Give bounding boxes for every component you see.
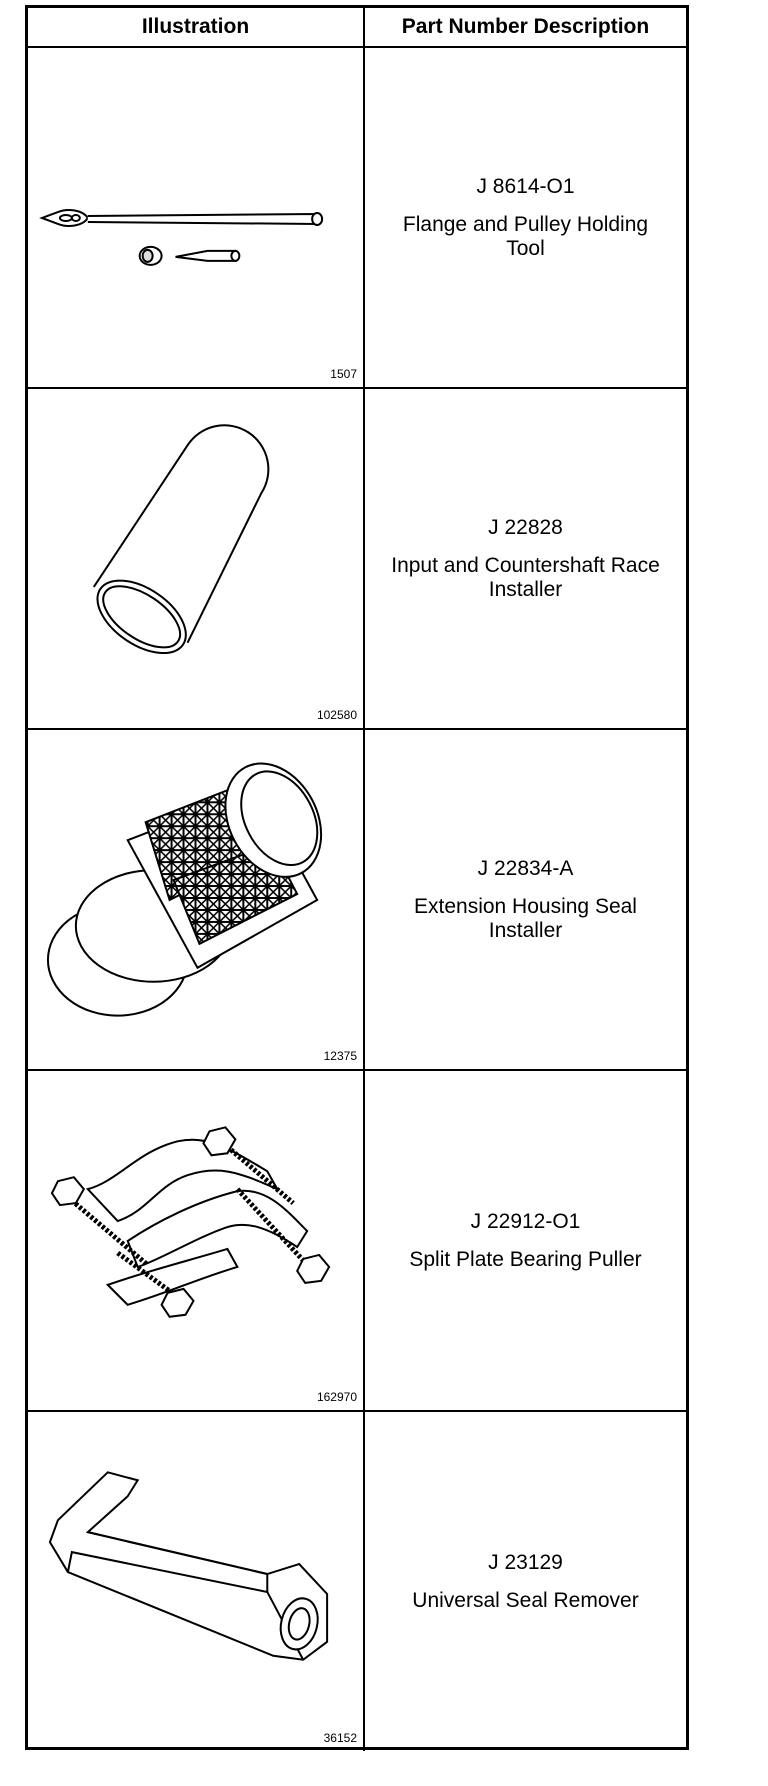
description-column-header: Part Number Description: [363, 8, 686, 48]
parts-table: Illustration Part Number Description 150…: [28, 8, 686, 1751]
flange-pulley-holding-tool-icon: [28, 48, 363, 387]
part-name: Flange and Pulley Holding Tool: [402, 212, 649, 260]
figure-number: 162970: [316, 1390, 357, 1404]
illustration-cell: 36152: [28, 1410, 365, 1751]
description-cell: J 22912-O1 Split Plate Bearing Puller: [363, 1069, 686, 1412]
illustration-cell: 102580: [28, 387, 365, 730]
description-cell: J 22828 Input and Countershaft Race Inst…: [363, 387, 686, 730]
figure-number: 1507: [330, 367, 357, 381]
part-number: J 23129: [488, 1550, 563, 1574]
part-number: J 22828: [488, 515, 563, 539]
description-cell: J 8614-O1 Flange and Pulley Holding Tool: [363, 46, 686, 389]
description-cell: J 23129 Universal Seal Remover: [363, 1410, 686, 1751]
illustration-column-header: Illustration: [28, 8, 365, 48]
illustration-cell: 1507: [28, 46, 365, 389]
part-name: Split Plate Bearing Puller: [409, 1247, 642, 1271]
table-row: 162970 J 22912-O1 Split Plate Bearing Pu…: [28, 1069, 686, 1412]
special-tools-table: Illustration Part Number Description 150…: [25, 5, 689, 1751]
part-name: Extension Housing Seal Installer: [414, 894, 637, 942]
figure-number: 36152: [323, 1731, 357, 1745]
part-name: Input and Countershaft Race Installer: [391, 553, 660, 601]
part-number: J 22834-A: [477, 856, 574, 880]
part-number: J 8614-O1: [476, 174, 575, 198]
figure-number: 12375: [323, 1049, 357, 1063]
race-installer-icon: [28, 389, 363, 728]
figure-number: 102580: [316, 708, 357, 722]
illustration-cell: 12375: [28, 728, 365, 1071]
table-row: 102580 J 22828 Input and Countershaft Ra…: [28, 387, 686, 730]
table-row: 12375 J 22834-A Extension Housing Seal I…: [28, 728, 686, 1071]
illustration-cell: 162970: [28, 1069, 365, 1412]
part-name: Universal Seal Remover: [412, 1588, 639, 1612]
table-row: 36152 J 23129 Universal Seal Remover: [28, 1410, 686, 1751]
table-row: 1507 J 8614-O1 Flange and Pulley Holding…: [28, 46, 686, 389]
seal-installer-icon: [28, 730, 363, 1069]
description-cell: J 22834-A Extension Housing Seal Install…: [363, 728, 686, 1071]
bearing-puller-icon: [28, 1071, 363, 1410]
table-header-row: Illustration Part Number Description: [28, 8, 686, 48]
part-number: J 22912-O1: [470, 1209, 581, 1233]
seal-remover-icon: [28, 1412, 363, 1751]
